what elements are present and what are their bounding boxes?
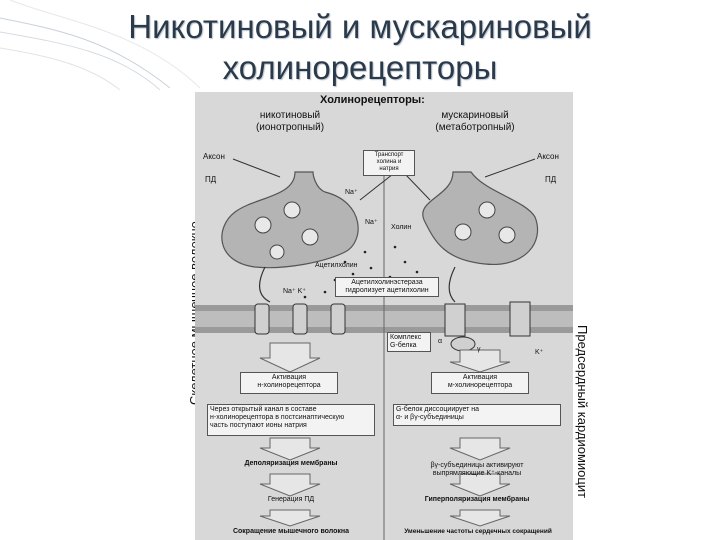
choline-label: Холин [391, 224, 412, 231]
left-step-2: Деполяризация мембраны [244, 460, 338, 467]
transport-box: Транспорт холина и натрия [363, 150, 415, 176]
left-step-1: Через открытый канал в составе н-холинор… [207, 404, 375, 436]
presynaptic-terminal-right [422, 171, 539, 265]
left-step-3: Генерация ПД [267, 496, 315, 503]
acetylcholinesterase-box: Ацетилхолинэстераза гидролизует ацетилхо… [335, 277, 439, 297]
ap-label-right: ПД [545, 175, 557, 184]
muscarinic-receptor [444, 301, 531, 352]
decorative-lines [0, 0, 201, 90]
figure-heading: Холинорецепторы: [320, 94, 425, 106]
slide-title-line-2: холинорецепторы [222, 49, 498, 86]
activation-left-box: Активация н-холинорецептора [240, 372, 338, 394]
gprotein-complex-box: Комплекс G-белка [387, 332, 431, 352]
axon-label-right: Аксон [537, 152, 559, 161]
left-receptor-subtype: (ионотропный) [255, 122, 325, 133]
activation-right-box: Активация м-холинорецептора [431, 372, 529, 394]
alpha-subunit-label: α [438, 338, 443, 345]
right-step-3: Гиперполяризация мембраны [424, 496, 530, 503]
gamma-subunit-label: γ [477, 346, 481, 353]
potassium-label: K⁺ [535, 349, 544, 356]
acetylcholine-label: Ацетилхолин [315, 262, 358, 269]
right-flow-arrows [449, 349, 511, 527]
sodium-label-top: Na⁺ [345, 189, 358, 196]
sodium-label-mid: Na⁺ [365, 219, 378, 226]
axon-label-left: Аксон [203, 152, 225, 161]
presynaptic-terminal-left [221, 171, 359, 269]
left-flow-arrows [259, 342, 321, 527]
na-k-label: Na⁺ K⁺ [283, 288, 306, 295]
slide-title: Никотиновый и мускариновый холинорецепто… [0, 6, 720, 88]
right-step-1: G-белок диссоциирует на α- и βγ-субъедин… [393, 404, 561, 426]
side-label-atrial-cardiomyocyte: Предсердный кардиомиоцит [575, 325, 590, 499]
figure-drawing [195, 152, 573, 540]
synaptic-vesicles-right [454, 201, 516, 244]
slide-title-line-1: Никотиновый и мускариновый [128, 8, 592, 45]
right-receptor-type: мускариновый [441, 110, 509, 121]
right-step-2: βγ-субъединицы активируют выпрямляющие K… [430, 462, 524, 477]
left-receptor-type: никотиновый [259, 110, 321, 121]
cholinoreceptor-figure: Холинорецепторы: никотиновый (ионотропны… [195, 92, 573, 540]
synaptic-vesicles-left [254, 201, 319, 260]
right-step-4: Уменьшение частоты сердечных сокращений [404, 528, 552, 535]
right-receptor-subtype: (метаботропный) [435, 122, 515, 133]
nicotinic-receptors [254, 303, 346, 335]
ap-label-left: ПД [205, 175, 217, 184]
left-step-4: Сокращение мышечного волокна [232, 528, 350, 535]
